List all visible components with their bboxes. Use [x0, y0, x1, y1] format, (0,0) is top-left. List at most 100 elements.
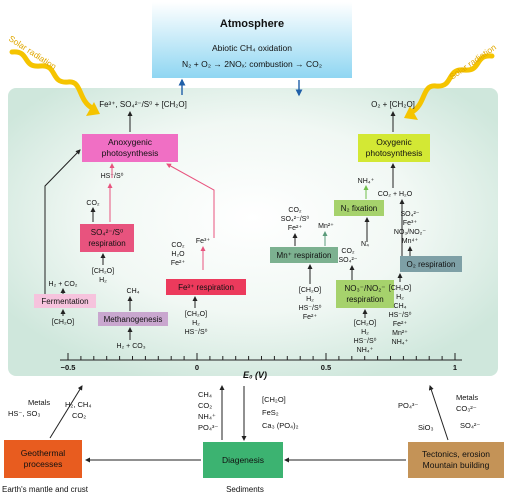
anoxygenic-label-1: Anoxygenic	[108, 137, 153, 147]
axis-tick-label: 0.5	[321, 363, 331, 372]
tectonics-label-1: Tectonics, erosion	[422, 449, 490, 459]
o2-prod-3: NO₃/NO₂⁻	[394, 229, 427, 236]
no3-label-1: NO₃⁻/NO₂⁻	[344, 284, 385, 293]
diag-up-4: PO₄³⁻	[198, 423, 218, 432]
no3-sub-2: H₂	[361, 329, 369, 336]
geo-gas-2: CO₂	[72, 411, 86, 420]
diag-up-2: CO₂	[198, 401, 212, 410]
tectonics-label-2: Mountain building	[423, 460, 490, 470]
fe-resp-label: Fe³⁺ respiration	[178, 283, 234, 292]
n2-fixation-box: N₂ fixation	[334, 200, 384, 216]
atmosphere-title: Atmosphere	[220, 18, 284, 30]
n4-label: N₄	[361, 241, 369, 248]
geo-out-1: Metals	[28, 398, 50, 407]
mn-respiration-box: Mn⁺ respiration	[270, 247, 338, 263]
mn-prod-3: Fe²⁺	[288, 225, 303, 232]
fermentation-label: Fermentation	[41, 297, 88, 306]
mn-prod-2: SO₄²⁻/S⁰	[281, 215, 310, 223]
fe-prod-1: CO₂	[171, 242, 185, 249]
mn-prod-1: CO₂	[288, 207, 302, 214]
ch4-label: CH₄	[127, 288, 140, 295]
anoxygenic-label-2: photosynthesis	[102, 148, 159, 158]
mn-sub-1: [CH₂O]	[299, 287, 321, 294]
o2-prod-1: SO₄²⁻	[401, 211, 420, 218]
oxygenic-products: O₂ + [CH₂O]	[371, 100, 415, 109]
axis-tick-label: 1	[453, 363, 457, 372]
diag-down-1: [CH₂O]	[262, 395, 286, 404]
sulfate-sub-2: H₂	[99, 277, 107, 284]
solar-right-label: Solar radiation	[447, 42, 498, 82]
anoxygenic-photosynthesis-box: Anoxygenic photosynthesis	[82, 134, 178, 162]
axis-tick-label: 0	[195, 363, 199, 372]
atmosphere-box: Atmosphere Abiotic CH₄ oxidation N₂ + O₂…	[152, 2, 352, 78]
o2-resp-label: O₂ respiration	[407, 260, 456, 269]
tect-left-1: PO₄³⁻	[398, 401, 418, 410]
geothermal-label-1: Geothermal	[21, 448, 66, 458]
o2-respiration-box: O₂ respiration	[400, 256, 462, 272]
diag-down-3: Ca₃ (PO₄)₂	[262, 421, 299, 430]
o2-sub-2: H₂	[396, 294, 404, 301]
methano-sub: H₂ + CO₃	[116, 343, 145, 350]
nh4-top-label: NH₄⁺	[358, 178, 375, 185]
tectonics-box: Tectonics, erosion Mountain building	[408, 442, 504, 478]
anoxygenic-products: Fe³⁺, SO₄²⁻/S⁰ + [CH₂O]	[99, 100, 187, 109]
methanogenesis-box: Methanogenesis	[98, 312, 168, 326]
mn-sub-2: H₂	[306, 296, 314, 303]
fe-sub-1: [CH₂O]	[185, 311, 207, 318]
n2fix-label: N₂ fixation	[341, 204, 377, 213]
o2-sub-1: [CH₂O]	[389, 285, 411, 292]
oxygenic-photosynthesis-box: Oxygenic photosynthesis	[358, 134, 430, 162]
fe-prod-3: Fe²⁺	[171, 260, 186, 267]
geothermal-up-arrow	[49, 385, 83, 439]
geothermal-label-2: processes	[24, 459, 63, 469]
h2-co2-label: H₂ + CO₂	[49, 281, 78, 288]
fe-prod-2: H₂O	[171, 251, 185, 258]
methanogenesis-label: Methanogenesis	[104, 315, 163, 324]
tect-left-2: SiO₃	[418, 423, 434, 432]
fe3-to-anox-arrow	[166, 163, 215, 238]
co2-h2o-label: CO₂ + H₂O	[378, 191, 413, 198]
sulfate-label-2: respiration	[88, 239, 125, 248]
no3-label-2: respiration	[346, 295, 383, 304]
fe-sub-3: HS⁻/S⁰	[185, 328, 208, 336]
tect-right-3: SO₄²⁻	[460, 421, 480, 430]
co2-sulfate-label: CO₂	[86, 200, 100, 207]
no3-sub-1: [CH₂O]	[354, 320, 376, 327]
mn2-label: Mn²⁺	[318, 223, 334, 230]
o2-sub-7: NH₄⁺	[392, 339, 409, 346]
earth-caption: Earth's mantle and crust	[2, 485, 89, 494]
o2-prod-2: Fe³⁺	[403, 220, 418, 227]
tect-right-1: Metals	[456, 393, 478, 402]
ferment-sub: [CH₂O]	[52, 319, 74, 326]
diagenesis-box: Diagenesis	[203, 442, 283, 478]
fermentation-box: Fermentation	[34, 294, 96, 308]
geothermal-box: Geothermal processes	[4, 440, 82, 478]
fe3-label: Fe³⁺	[196, 238, 211, 245]
oxygenic-label-1: Oxygenic	[376, 137, 412, 147]
diag-up-1: CH₄	[198, 390, 212, 399]
diagenesis-label: Diagenesis	[222, 455, 264, 465]
sulfate-label-1: SO₄²⁻/S⁰	[91, 228, 123, 237]
tectonics-up-arrow	[428, 385, 449, 441]
e0-axis-title: E₀ (V)	[243, 370, 267, 380]
atmosphere-line1: Abiotic CH₄ oxidation	[212, 43, 292, 53]
fe-respiration-box: Fe³⁺ respiration	[166, 279, 246, 295]
mn-sub-4: Fe²⁺	[303, 314, 318, 321]
no3-prod-2: SO₄²⁻	[339, 257, 358, 264]
atmosphere-line2: N₂ + O₂ → 2NOₓ: combustion → CO₂	[182, 59, 322, 69]
o2-sub-3: CH₄	[394, 303, 407, 310]
o2-sub-5: Fe²⁺	[393, 321, 408, 328]
no3-sub-4: NH₄⁺	[357, 347, 374, 354]
ferment-to-anox-arrow	[44, 149, 81, 294]
o2-prod-4: Mn⁴⁺	[402, 238, 419, 245]
diag-up-3: NH₄⁺	[198, 412, 216, 421]
mn-sub-3: HS⁻/S⁰	[299, 304, 322, 312]
sediments-caption: Sediments	[226, 485, 264, 494]
o2-sub-4: HS⁻/S⁰	[389, 311, 412, 319]
sulfate-sub-1: [CH₂O]	[92, 268, 114, 275]
no3-sub-3: HS⁻/S⁰	[354, 337, 377, 345]
diag-down-2: FeS₂	[262, 408, 279, 417]
o2-sub-6: Mn²⁺	[392, 330, 408, 337]
